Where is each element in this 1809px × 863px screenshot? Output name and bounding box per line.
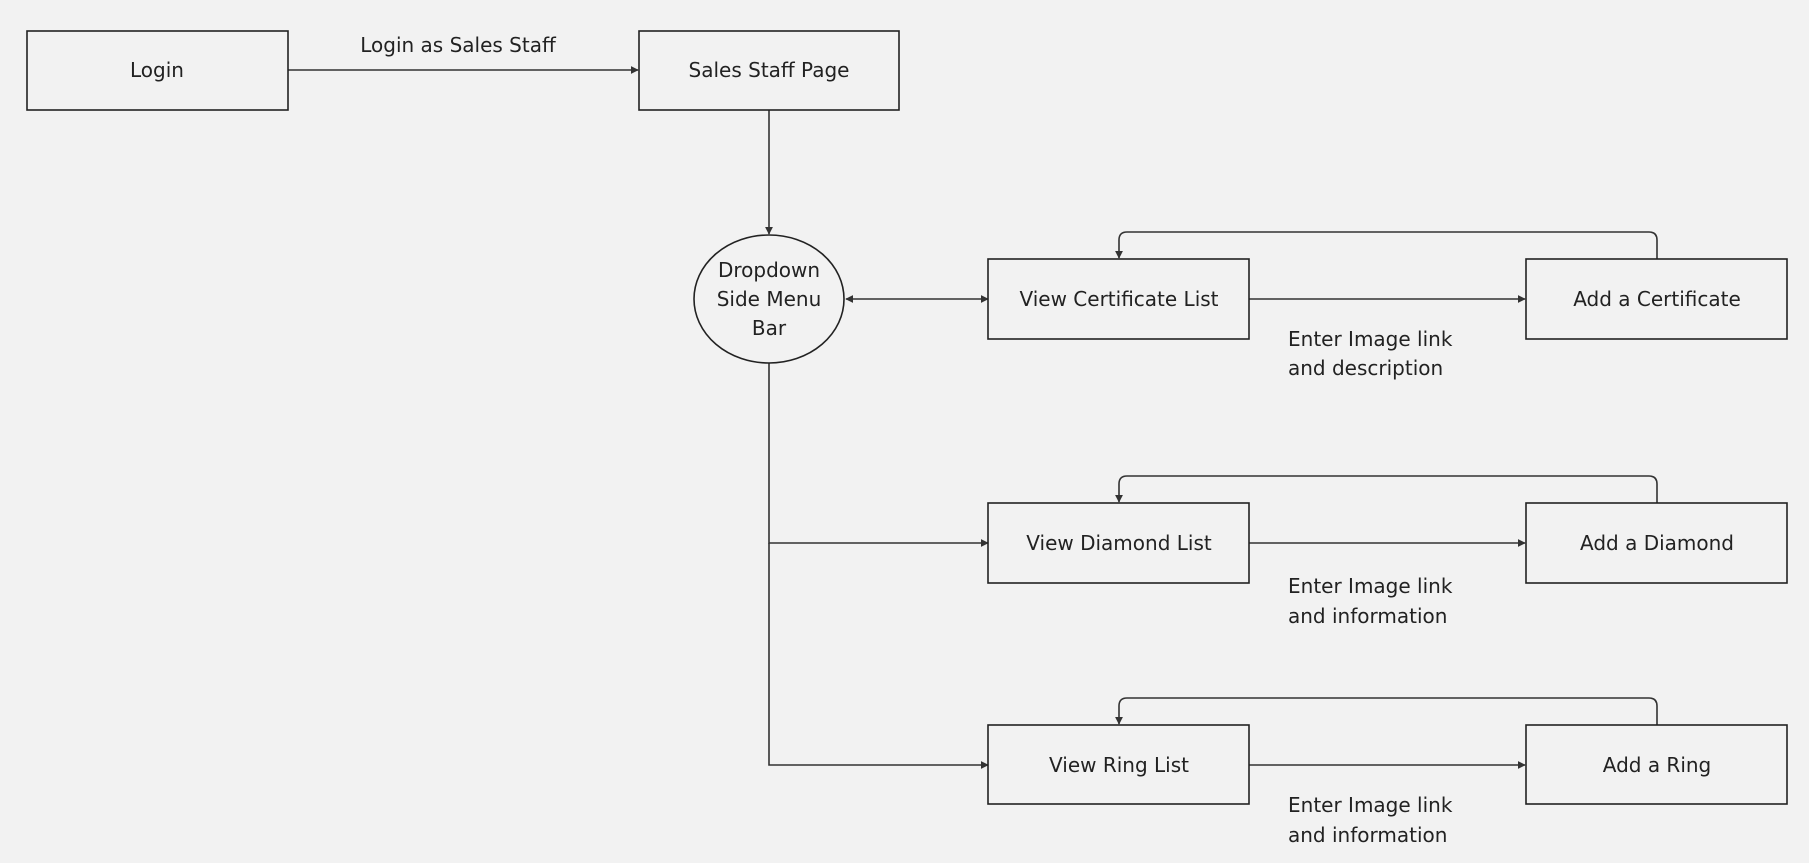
edge-dropdown-to-view-diamond-list [768,363,989,547]
node-view-certificate-list-label: View Certificate List [1019,287,1218,311]
node-add-certificate-label: Add a Certificate [1573,287,1741,311]
edge-label-diamond-line-2: and information [1288,604,1447,628]
edges [288,66,1658,769]
edge-labels: Login as Sales Staff Enter Image link an… [360,33,1453,847]
node-dropdown-side-menu-bar: Dropdown Side Menu Bar [693,234,845,364]
node-view-diamond-list-label: View Diamond List [1026,531,1212,555]
node-view-ring-list: View Ring List [987,724,1250,805]
node-add-diamond-label: Add a Diamond [1580,531,1734,555]
dropdown-label-line-1: Dropdown [718,258,820,282]
node-add-diamond: Add a Diamond [1525,502,1788,584]
node-view-ring-list-label: View Ring List [1049,753,1189,777]
node-view-diamond-list: View Diamond List [987,502,1250,584]
edge-label-login-as-sales-staff: Login as Sales Staff [360,33,557,57]
edge-label-ring-line-2: and information [1288,823,1447,847]
node-add-ring: Add a Ring [1525,724,1788,805]
node-add-certificate: Add a Certificate [1525,258,1788,340]
node-add-ring-label: Add a Ring [1603,753,1712,777]
dropdown-label-line-2: Side Menu [717,287,822,311]
dropdown-label-line-3: Bar [752,316,787,340]
edge-add-diamond-return [1115,475,1658,503]
node-view-certificate-list: View Certificate List [987,258,1250,340]
node-sales-staff-page-label: Sales Staff Page [689,58,850,82]
edge-label-ring-line-1: Enter Image link [1288,793,1453,817]
node-sales-staff-page: Sales Staff Page [638,30,900,111]
edge-add-certificate-return [1115,231,1658,259]
edge-dropdown-to-view-ring-list [768,543,989,769]
edge-label-certificate-line-1: Enter Image link [1288,327,1453,351]
node-login-label: Login [130,58,184,82]
edge-label-certificate-line-2: and description [1288,356,1443,380]
edge-label-diamond-line-1: Enter Image link [1288,574,1453,598]
node-login: Login [26,30,289,111]
edge-add-ring-return [1115,697,1658,725]
